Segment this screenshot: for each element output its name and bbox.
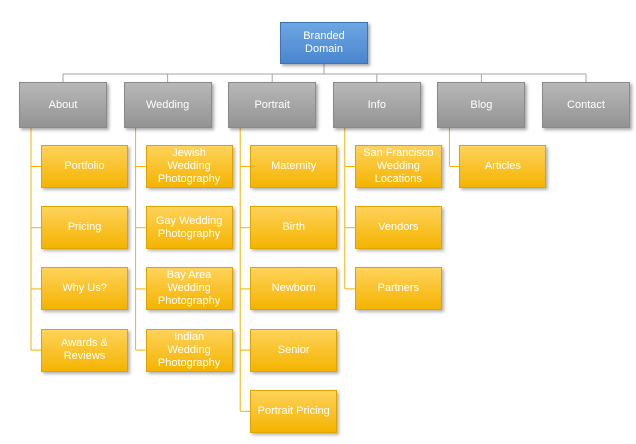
- page-node-indian-wedding-photography: Indian Wedding Photography: [145, 328, 233, 372]
- page-node-senior: Senior: [250, 328, 338, 372]
- page-node-jewish-wedding-photography: Jewish Wedding Photography: [145, 145, 233, 188]
- page-node-san-francisco-wedding-locations: San Francisco Wedding Locations: [354, 145, 442, 188]
- page-node-portfolio: Portfolio: [41, 145, 128, 188]
- page-node-pricing: Pricing: [41, 206, 128, 250]
- page-node-gay-wedding-photography: Gay Wedding Photography: [145, 206, 233, 250]
- category-node-wedding: Wedding: [123, 82, 212, 128]
- category-node-portrait: Portrait: [228, 82, 317, 128]
- page-node-portrait-pricing: Portrait Pricing: [250, 389, 338, 433]
- page-node-maternity: Maternity: [250, 145, 338, 188]
- page-node-newborn: Newborn: [250, 267, 338, 311]
- page-node-why-us: Why Us?: [41, 267, 128, 311]
- category-node-about: About: [19, 82, 107, 128]
- page-node-birth: Birth: [250, 206, 338, 250]
- page-node-bay-area-wedding-photography: Bay Area Wedding Photography: [145, 267, 233, 311]
- page-node-articles: Articles: [459, 145, 547, 188]
- category-node-contact: Contact: [542, 82, 630, 128]
- page-node-partners: Partners: [354, 267, 442, 311]
- page-node-vendors: Vendors: [354, 206, 442, 250]
- root-node-branded-domain: Branded Domain: [280, 22, 368, 64]
- category-node-info: Info: [332, 82, 421, 128]
- page-node-awards-and-reviews: Awards & Reviews: [41, 328, 128, 372]
- category-node-blog: Blog: [437, 82, 526, 128]
